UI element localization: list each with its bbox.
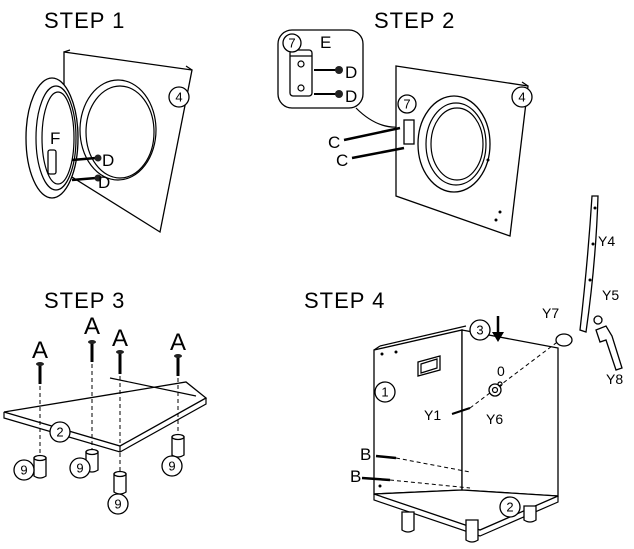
screw-c-upper	[343, 126, 401, 142]
callout-2-step4	[499, 496, 521, 518]
callout-7-detail	[282, 33, 302, 53]
label-y7: Y7	[542, 305, 559, 321]
callout-4-step2	[511, 86, 533, 108]
screw-a-4	[174, 354, 182, 435]
step-4-title: STEP 4	[304, 288, 385, 313]
label-a-1: A	[32, 337, 48, 364]
hinge-f	[47, 149, 57, 175]
callout-9-4	[161, 455, 183, 477]
ring-y7	[555, 333, 573, 347]
step-2-title: STEP 2	[374, 8, 455, 33]
callout-9-2	[69, 457, 91, 479]
callout-7-step2	[397, 94, 417, 114]
label-e: E	[320, 33, 331, 52]
back-panel	[461, 329, 559, 497]
screw-y1	[451, 407, 471, 415]
svg-text:7: 7	[403, 97, 410, 112]
svg-text:9: 9	[20, 463, 27, 478]
label-d-upper: D	[102, 151, 114, 170]
callout-9-3	[107, 493, 129, 515]
label-d-detail-lower: D	[345, 87, 357, 106]
leg-2	[465, 519, 479, 543]
svg-text:7: 7	[288, 36, 295, 51]
panel-4	[63, 51, 193, 234]
screw-a-2	[88, 340, 96, 450]
side-panel-1	[373, 329, 463, 495]
label-y6: Y6	[486, 411, 503, 427]
svg-text:2: 2	[56, 425, 63, 440]
wrench-y8	[595, 325, 623, 371]
step-1-panel: STEP 1 F D D 4	[25, 8, 193, 234]
foot-3	[113, 470, 127, 495]
foot-4	[171, 433, 185, 458]
handle-slot	[417, 355, 441, 377]
screw-a-3	[116, 350, 124, 472]
leg-1	[401, 511, 415, 533]
label-b-lower: B	[350, 467, 361, 486]
label-y8: Y8	[606, 371, 623, 387]
svg-text:2: 2	[506, 500, 513, 515]
label-zero: 0	[497, 363, 505, 379]
step-3-title: STEP 3	[44, 288, 125, 313]
callout-1-step4	[374, 381, 396, 403]
foot-1	[33, 454, 47, 479]
svg-text:9: 9	[168, 459, 175, 474]
door-ring	[25, 77, 79, 199]
svg-text:9: 9	[114, 497, 121, 512]
svg-text:9: 9	[76, 461, 83, 476]
callout-2-step3	[49, 421, 71, 443]
screw-b-lower	[361, 476, 391, 482]
leg-3	[523, 505, 537, 523]
nut-y5	[593, 315, 603, 325]
screw-b-upper	[375, 454, 397, 460]
screw-c-lower	[351, 146, 405, 160]
svg-text:4: 4	[518, 90, 525, 105]
label-a-2: A	[84, 313, 100, 340]
hinge-e	[289, 49, 313, 97]
step-3-panel: STEP 3 2 A A A A	[3, 288, 208, 515]
strap-y4	[579, 195, 599, 333]
label-y5: Y5	[602, 287, 619, 303]
hinge-step2	[403, 119, 415, 145]
svg-text:4: 4	[175, 90, 182, 105]
label-c-upper: C	[328, 133, 340, 152]
label-a-4: A	[170, 329, 186, 356]
screw-a-1	[36, 362, 44, 455]
step-2-panel: STEP 2 7 E D D 7 4 C C	[277, 8, 533, 237]
step-4-panel: STEP 4 1 2 3 B B	[304, 195, 623, 543]
label-y1: Y1	[424, 407, 441, 423]
label-y4: Y4	[598, 233, 615, 249]
screw-d-lower	[71, 174, 102, 182]
label-f: F	[50, 129, 60, 148]
callout-9-1	[13, 459, 35, 481]
label-d-lower: D	[98, 173, 110, 192]
label-a-3: A	[112, 325, 128, 352]
svg-text:3: 3	[476, 323, 483, 338]
washer-y6	[488, 383, 502, 397]
label-d-detail-upper: D	[345, 63, 357, 82]
callout-4-step1	[168, 86, 190, 108]
svg-text:1: 1	[381, 385, 388, 400]
screw-d-upper	[71, 154, 102, 162]
label-c-lower: C	[336, 151, 348, 170]
label-b-upper: B	[360, 445, 371, 464]
callout-3-step4	[469, 319, 491, 341]
step-1-title: STEP 1	[44, 8, 125, 33]
door-ring-step2	[417, 95, 491, 193]
